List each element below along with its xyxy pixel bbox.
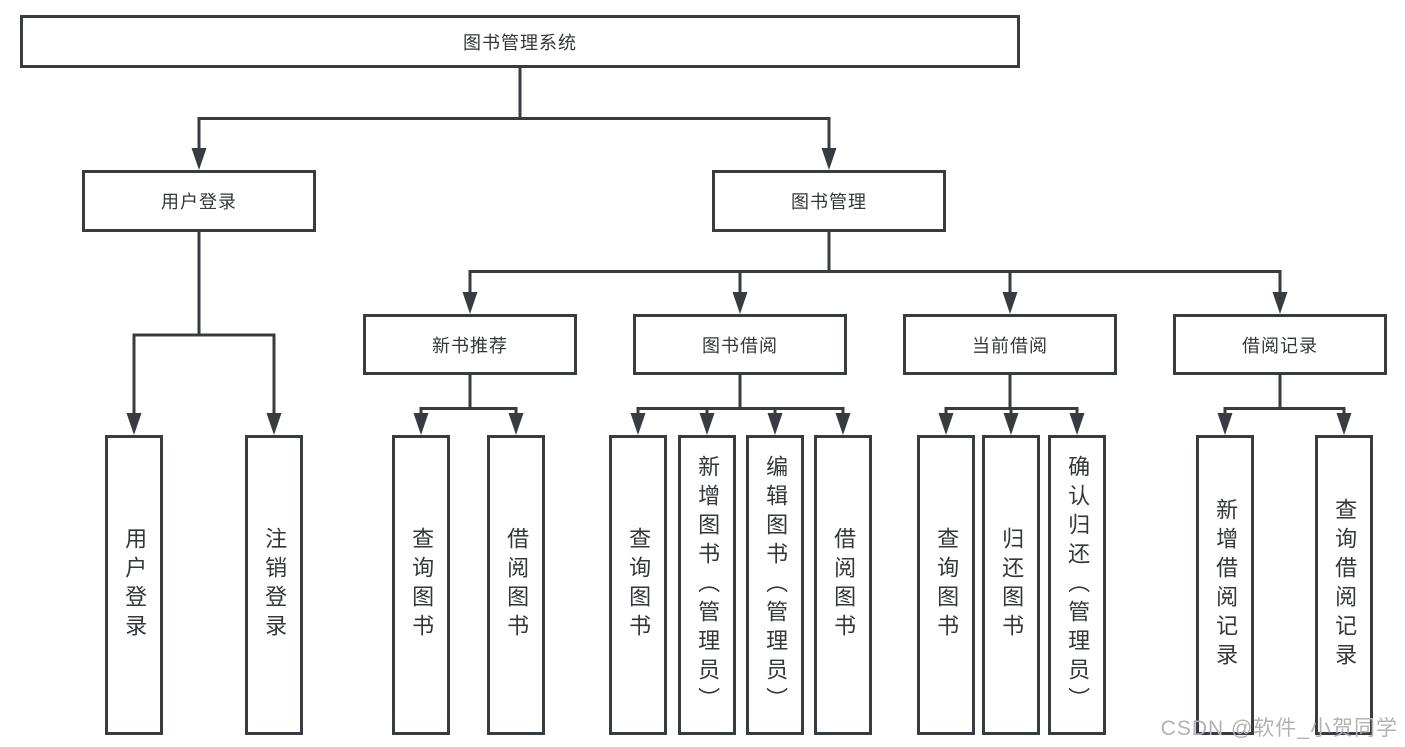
arrow-down-icon — [266, 413, 282, 435]
leaf-confirm-return-admin: 确认归还（管理员） — [1048, 435, 1106, 735]
node-user-login: 用户登录 — [82, 170, 316, 232]
leaf-borrow-books: 借阅图书 — [814, 435, 872, 735]
arrow-down-icon — [191, 148, 207, 170]
leaf-query-borrow-record: 查询借阅记录 — [1315, 435, 1373, 735]
arrow-down-icon — [126, 413, 142, 435]
leaf-add-books-admin: 新增图书（管理员） — [678, 435, 736, 735]
connector-g1-rail — [636, 407, 845, 417]
leaf-edit-books-admin: 编辑图书（管理员） — [746, 435, 804, 735]
arrow-down-icon — [1272, 292, 1288, 314]
leaf-logout: 注销登录 — [245, 435, 303, 735]
node-borrowing-records: 借阅记录 — [1173, 314, 1387, 375]
node-new-book-recommend: 新书推荐 — [363, 314, 577, 375]
connector-l1-rail — [197, 117, 831, 151]
arrow-down-icon — [1002, 292, 1018, 314]
node-book-management: 图书管理 — [712, 170, 946, 232]
arrow-down-icon — [699, 413, 715, 435]
leaf-borrow-books-recommend: 借阅图书 — [487, 435, 545, 735]
leaf-return-books: 归还图书 — [982, 435, 1040, 735]
arrow-down-icon — [821, 148, 837, 170]
arrow-down-icon — [413, 413, 429, 435]
csdn-watermark: CSDN @软件_小贺同学 — [1160, 717, 1398, 740]
arrow-down-icon — [1069, 413, 1085, 435]
arrow-down-icon — [462, 292, 478, 314]
connector-l3-rail — [468, 270, 1282, 296]
leaf-query-books-borrowing: 查询图书 — [609, 435, 667, 735]
leaf-user-login: 用户登录 — [105, 435, 163, 735]
arrow-down-icon — [1336, 413, 1352, 435]
node-library-system: 图书管理系统 — [20, 15, 1020, 68]
leaf-query-books-current: 查询图书 — [917, 435, 975, 735]
arrow-down-icon — [508, 413, 524, 435]
arrow-down-icon — [938, 413, 954, 435]
connector-login-rail — [132, 333, 276, 416]
connector-g0-rail — [419, 407, 518, 417]
leaf-query-books-recommend: 查询图书 — [392, 435, 450, 735]
arrow-down-icon — [1003, 413, 1019, 435]
arrow-down-icon — [835, 413, 851, 435]
arrow-down-icon — [732, 292, 748, 314]
connector-g3-rail — [1223, 407, 1346, 417]
leaf-add-borrow-record: 新增借阅记录 — [1196, 435, 1254, 735]
arrow-down-icon — [767, 413, 783, 435]
node-book-borrowing: 图书借阅 — [633, 314, 847, 375]
arrow-down-icon — [630, 413, 646, 435]
node-current-borrowing: 当前借阅 — [903, 314, 1117, 375]
arrow-down-icon — [1217, 413, 1233, 435]
